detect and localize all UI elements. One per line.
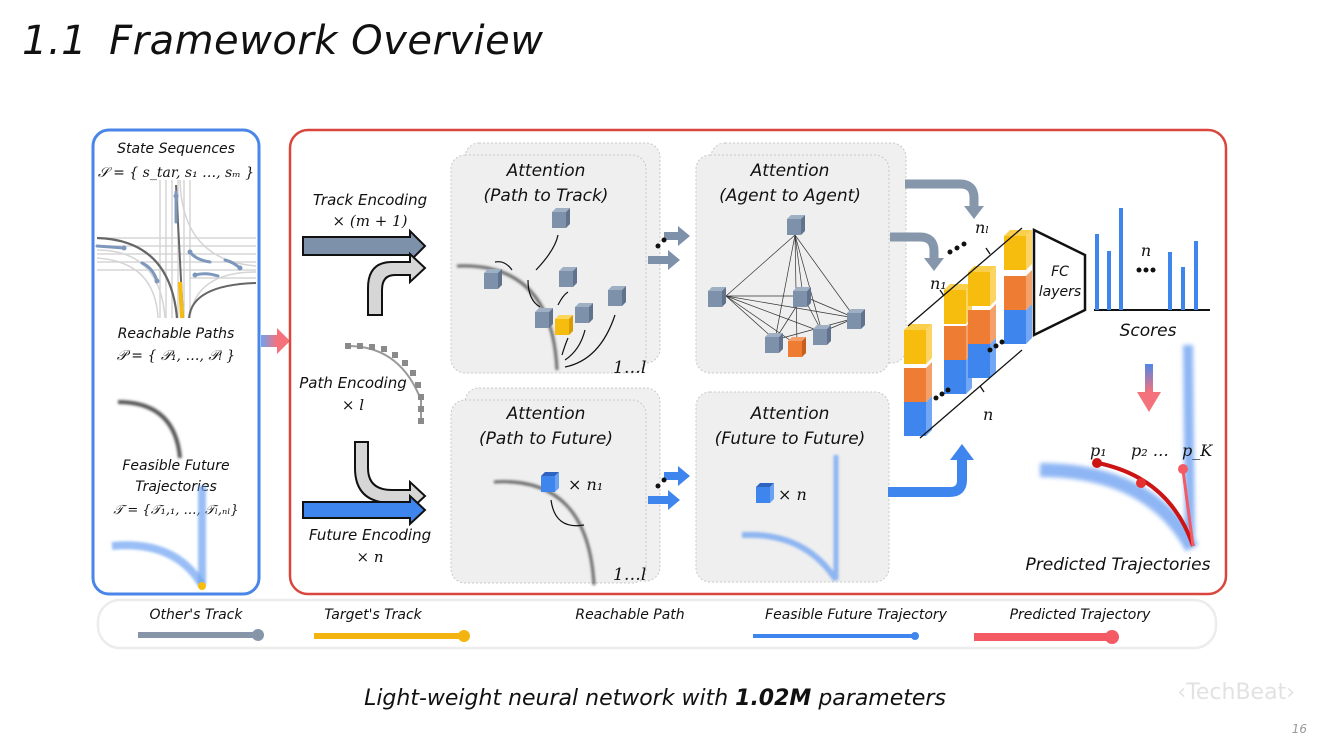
embedding-stack: n₁ nₗ n bbox=[904, 218, 1032, 439]
score-bar bbox=[1107, 251, 1111, 310]
reachable-paths-title: Reachable Paths bbox=[118, 326, 235, 342]
encoders-column: Track Encoding × (m + 1) Path Encoding ×… bbox=[299, 191, 431, 566]
score-bar bbox=[1181, 267, 1185, 310]
track-encoding-multiplier: × (m + 1) bbox=[333, 212, 408, 230]
p2f-multiplier: × n₁ bbox=[568, 475, 603, 494]
predicted-trajectories: p₁ p₂ … p_K Predicted Trajectories bbox=[1026, 344, 1213, 575]
state-sequences-formula: 𝒮 = { s_tar, s₁ …, sₘ } bbox=[98, 165, 254, 181]
attention-f2f-line1: Attention bbox=[750, 404, 830, 424]
legend-item-predicted: Predicted Trajectory bbox=[974, 607, 1151, 644]
n1-label: n₁ bbox=[930, 274, 947, 293]
fc-label-line2: layers bbox=[1039, 284, 1081, 300]
attention-p2t-line2: (Path to Track) bbox=[484, 186, 609, 206]
a2a-to-head-arrows bbox=[890, 179, 979, 258]
attention-arrows bbox=[494, 234, 616, 368]
legend-item-targets-track: Target's Track bbox=[314, 607, 470, 642]
attention-p2f-line1: Attention bbox=[506, 404, 586, 424]
attention-future-to-future: Attention (Future to Future) × n bbox=[695, 391, 890, 583]
page-number: 16 bbox=[1291, 722, 1307, 736]
section-number: 1.1 bbox=[22, 18, 88, 64]
state-sequences-title: State Sequences bbox=[117, 141, 235, 157]
scores-chart: n Scores bbox=[1094, 208, 1210, 341]
reachable-path-curve bbox=[117, 400, 182, 459]
score-bar bbox=[1194, 241, 1198, 310]
f2f-multiplier: × n bbox=[778, 485, 807, 504]
legend-item-reachable-path: Reachable Path bbox=[552, 607, 700, 640]
path-encoding-icon bbox=[345, 343, 424, 424]
techbeat-watermark: ‹TechBeat› bbox=[1177, 680, 1295, 705]
attention-p2f-line2: (Path to Future) bbox=[479, 429, 613, 449]
legend: Other's Track Target's Track Reachable P… bbox=[96, 598, 1218, 650]
score-bar bbox=[1119, 208, 1123, 310]
score-bar bbox=[1095, 234, 1099, 310]
fc-layers: FC layers bbox=[1032, 227, 1087, 338]
p2-label: p₂ … bbox=[1131, 441, 1169, 460]
attention-f2f-line2: (Future to Future) bbox=[715, 429, 866, 449]
agent-graph-edges bbox=[725, 234, 856, 346]
n-label: n bbox=[983, 405, 993, 424]
legend-label: Reachable Path bbox=[575, 607, 684, 623]
scores-label: Scores bbox=[1120, 321, 1177, 341]
slide-caption: Light-weight neural network with 1.02M p… bbox=[0, 686, 1310, 711]
stack-index-p2f: 1…l bbox=[613, 565, 646, 585]
feasible-futures-title-line1: Feasible Future bbox=[122, 458, 229, 474]
inputs-panel: State Sequences 𝒮 = { s_tar, s₁ …, sₘ } bbox=[91, 128, 261, 596]
attention-a2a-line2: (Agent to Agent) bbox=[719, 186, 861, 206]
legend-label: Feasible Future Trajectory bbox=[765, 607, 948, 623]
attention-path-to-future: Attention (Path to Future) × n₁ 1…l bbox=[450, 387, 661, 586]
path-to-track-arrow bbox=[367, 251, 427, 316]
future-encoding-label: Future Encoding bbox=[309, 526, 431, 544]
target-track bbox=[178, 281, 184, 319]
feasible-futures-formula: 𝒯 = {𝒯₁,₁, …, 𝒯ₗ,ₙₗ} bbox=[113, 503, 238, 518]
stack-index-p2t: 1…l bbox=[613, 358, 646, 378]
feasible-futures-fan bbox=[111, 486, 206, 588]
caption-prefix: Light-weight neural network with bbox=[364, 686, 736, 711]
p1-label: p₁ bbox=[1090, 441, 1107, 460]
future-encoding-arrow bbox=[302, 493, 427, 527]
caption-suffix: parameters bbox=[811, 686, 946, 711]
slide-title: 1.1 Framework Overview bbox=[22, 18, 544, 64]
target-position-dot bbox=[198, 582, 206, 590]
track-encoding-label: Track Encoding bbox=[313, 191, 427, 209]
legend-label: Predicted Trajectory bbox=[1010, 607, 1152, 623]
title-text: Framework Overview bbox=[109, 18, 544, 64]
attention-a2a-line1: Attention bbox=[750, 161, 830, 181]
path-encoding-label: Path Encoding bbox=[299, 374, 407, 392]
attention-path-to-track: Attention (Path to Track) 1…l bbox=[450, 142, 661, 378]
legend-item-others-track: Other's Track bbox=[138, 607, 264, 641]
attention-agent-to-agent: Attention (Agent to Agent) bbox=[695, 142, 907, 374]
predicted-trajectories-label: Predicted Trajectories bbox=[1026, 555, 1211, 575]
feasible-futures-title-line2: Trajectories bbox=[135, 479, 217, 495]
f2f-to-head-arrow bbox=[888, 458, 967, 497]
pk-label: p_K bbox=[1182, 441, 1213, 460]
caption-param-count: 1.02M bbox=[735, 686, 812, 711]
scores-n-label: n bbox=[1141, 241, 1151, 260]
score-bar bbox=[1168, 252, 1172, 310]
fc-label-line1: FC bbox=[1051, 264, 1069, 280]
nl-label: nₗ bbox=[975, 218, 989, 237]
path-encoding-multiplier: × l bbox=[342, 396, 364, 414]
legend-item-feasible-future: Feasible Future Trajectory bbox=[753, 607, 948, 640]
track-encoding-arrow bbox=[302, 228, 427, 264]
inputs-to-model-arrow bbox=[261, 328, 290, 354]
legend-label: Other's Track bbox=[150, 607, 244, 623]
future-encoding-multiplier: × n bbox=[357, 548, 384, 566]
intersection-map bbox=[95, 179, 257, 319]
p2f-to-f2f-arrows bbox=[648, 466, 690, 510]
p2t-to-a2a-arrows bbox=[648, 226, 690, 270]
reachable-paths-formula: 𝒫 = { 𝒫₁, …, 𝒫ₗ } bbox=[117, 348, 235, 364]
attention-p2t-line1: Attention bbox=[506, 161, 586, 181]
legend-label: Target's Track bbox=[324, 607, 422, 623]
